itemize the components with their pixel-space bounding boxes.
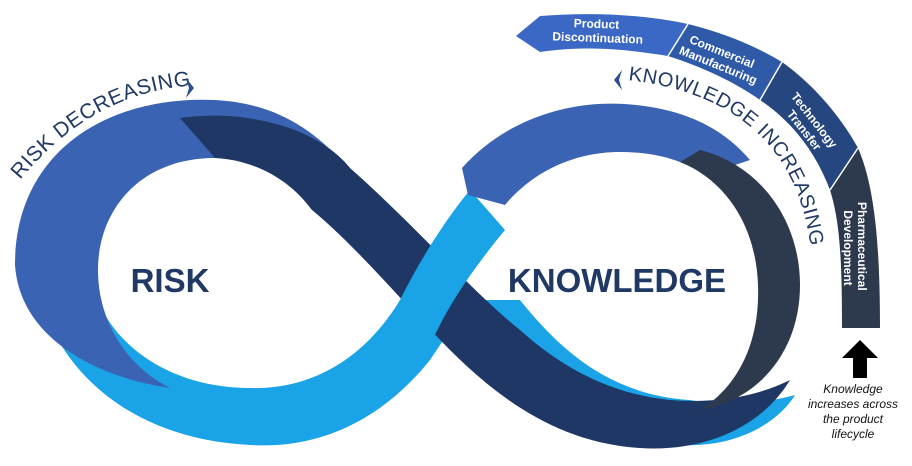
lifecycle-segment-product-discontinuation	[516, 14, 688, 57]
risk-arrow-icon	[186, 78, 194, 98]
lifecycle-divider	[759, 61, 783, 101]
lifecycle-segment-pharmaceutical-development	[830, 148, 880, 328]
lifecycle-divider	[829, 147, 859, 191]
lifecycle-arrow	[516, 14, 880, 328]
loop-center-crossing-bright	[365, 190, 505, 388]
loop-left-upper-band	[180, 115, 350, 210]
lifecycle-segment-commercial-manufacturing	[668, 24, 782, 100]
loop-right-outer-band	[680, 150, 800, 410]
note-line: lifecycle	[831, 427, 875, 441]
infinity-loop	[15, 99, 800, 449]
loop-left-outer-band	[15, 99, 345, 388]
lifecycle-segment-technology-transfer	[760, 62, 858, 190]
loop-right-upper-band	[462, 103, 750, 205]
note-line: increases across	[807, 397, 899, 411]
note-line: Knowledge	[823, 382, 883, 396]
stage-product-discontinuation: Product Discontinuation	[552, 15, 644, 46]
lifecycle-note: Knowledge increases across the product l…	[794, 382, 912, 442]
up-arrow-icon	[842, 340, 878, 378]
knowledge-loop-label: KNOWLEDGE	[508, 262, 726, 299]
lifecycle-divider	[667, 23, 689, 57]
loop-center-crossing-dark	[312, 168, 790, 449]
risk-loop-label: RISK	[131, 262, 210, 299]
loop-left-lower-band	[40, 300, 470, 446]
knowledge-arrow-icon	[614, 70, 622, 90]
note-line: the product	[822, 412, 884, 426]
stage-pharmaceutical-development: Pharmaceutical Development	[841, 202, 869, 294]
